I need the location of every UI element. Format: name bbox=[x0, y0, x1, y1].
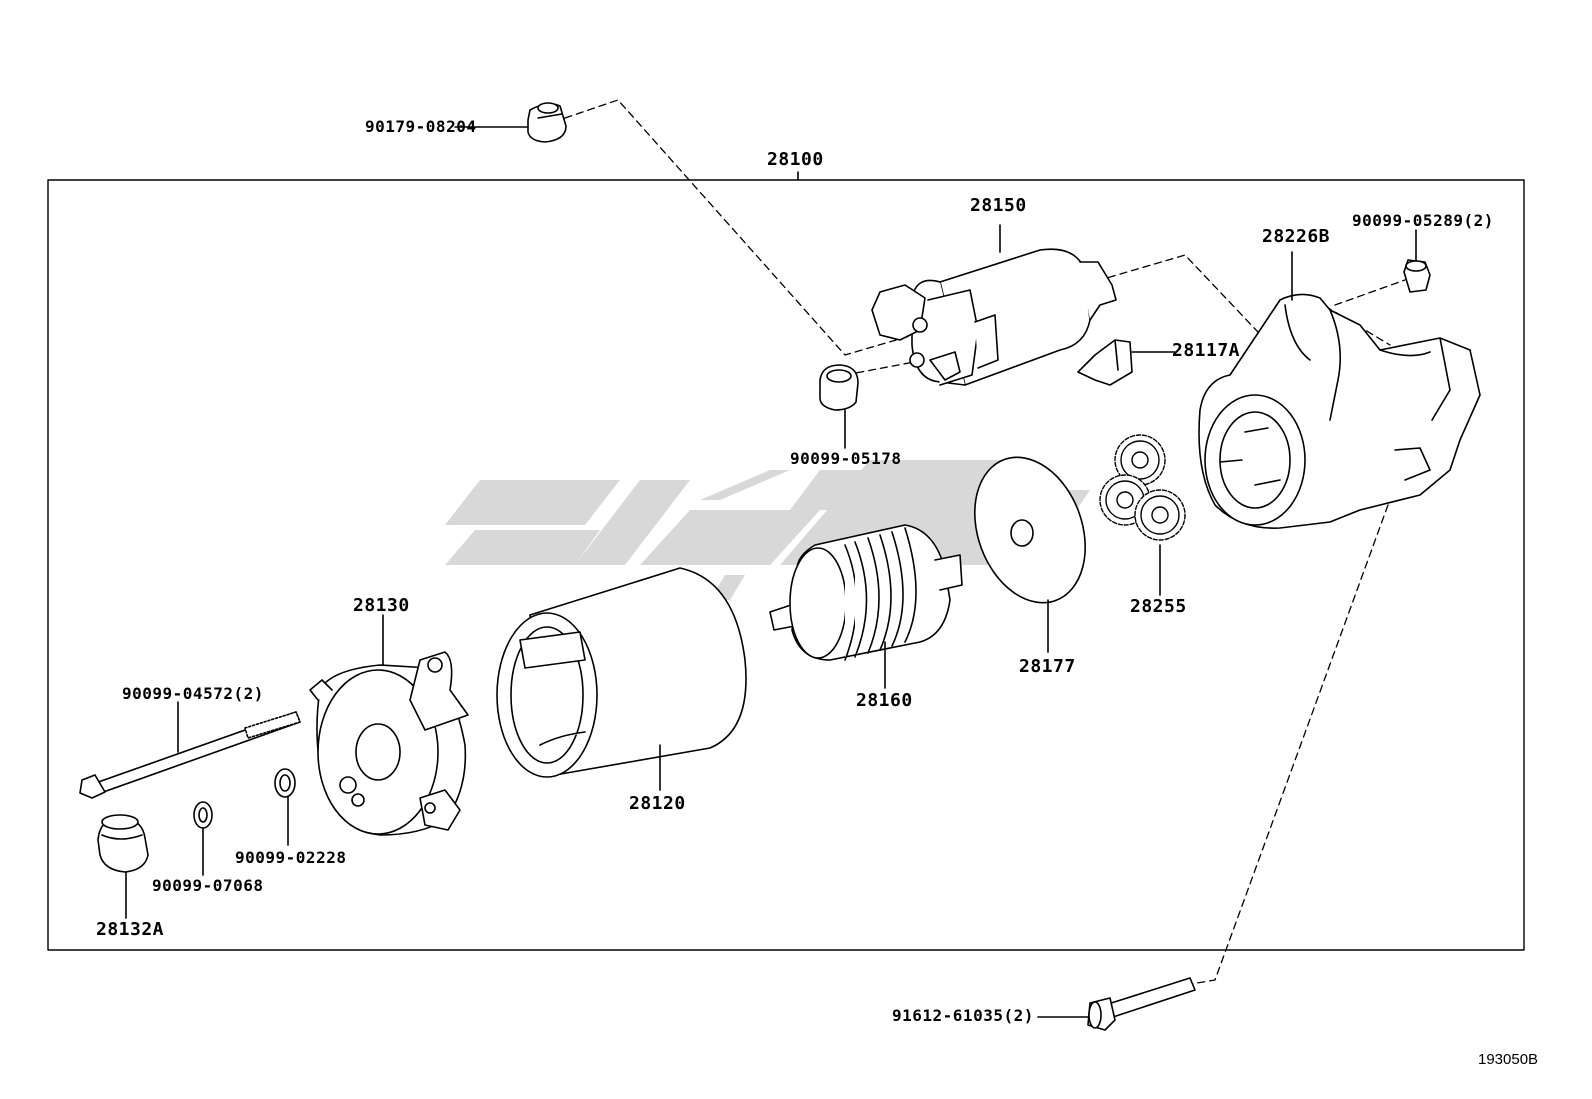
assembly-paths bbox=[564, 99, 1406, 986]
lock-washer-90099-07068 bbox=[193, 801, 213, 829]
yoke-28120 bbox=[496, 567, 747, 778]
callout-90099-02228: 90099-02228 bbox=[235, 848, 347, 867]
callout-28150: 28150 bbox=[970, 195, 1027, 216]
callout-90099-04572: 90099-04572(2) bbox=[122, 684, 264, 703]
callout-28130: 28130 bbox=[353, 595, 410, 616]
callout-91612-61035: 91612-61035(2) bbox=[892, 1006, 1034, 1025]
assembly-label: 28100 bbox=[767, 149, 824, 170]
callout-28226B: 28226B bbox=[1262, 226, 1331, 247]
bolt-cap-90179 bbox=[527, 102, 567, 143]
callout-90099-07068: 90099-07068 bbox=[152, 876, 264, 895]
cap-28132A bbox=[97, 814, 149, 873]
callout-28177: 28177 bbox=[1019, 656, 1076, 677]
planetary-gears-28255 bbox=[1099, 434, 1186, 541]
callout-28120: 28120 bbox=[629, 793, 686, 814]
end-frame-28130 bbox=[309, 651, 469, 836]
through-bolt-90099-04572 bbox=[79, 711, 301, 799]
plunger-28117A bbox=[1077, 339, 1133, 386]
callout-28255: 28255 bbox=[1130, 596, 1187, 617]
figure-code: 193050B bbox=[1478, 1051, 1539, 1068]
callout-90099-05289: 90099-05289(2) bbox=[1352, 211, 1494, 230]
washer-90099-02228 bbox=[274, 768, 296, 798]
bolt-cap-90099-05178 bbox=[819, 364, 859, 411]
bolt-91612-61035 bbox=[1087, 977, 1196, 1031]
nut-90099-05289 bbox=[1403, 259, 1431, 293]
armature-28160 bbox=[769, 524, 963, 661]
callout-90179-08204: 90179-08204 bbox=[365, 117, 477, 136]
assembly-frame bbox=[47, 179, 1525, 951]
callout-28160: 28160 bbox=[856, 690, 913, 711]
callout-90099-05178: 90099-05178 bbox=[790, 449, 902, 468]
plate-28177 bbox=[974, 456, 1086, 604]
callout-28117A: 28117A bbox=[1172, 340, 1241, 361]
callout-28132A: 28132A bbox=[96, 919, 165, 940]
housing-28226B bbox=[1198, 293, 1481, 529]
solenoid-28150 bbox=[871, 224, 1117, 386]
